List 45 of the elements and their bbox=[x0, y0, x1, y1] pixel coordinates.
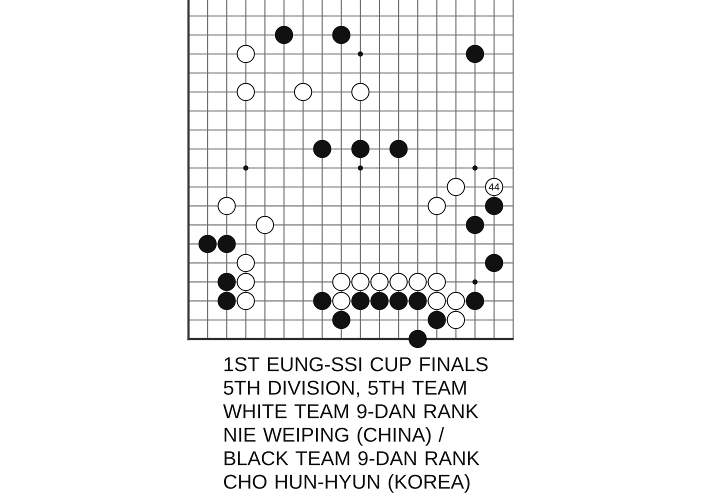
go-stone bbox=[332, 310, 350, 330]
go-stone bbox=[218, 196, 236, 216]
go-stone bbox=[428, 310, 446, 330]
go-stone bbox=[446, 310, 465, 330]
go-stone bbox=[390, 292, 408, 310]
go-stone bbox=[390, 272, 408, 292]
go-stone bbox=[198, 234, 217, 254]
go-stone bbox=[294, 82, 312, 102]
go-stone bbox=[485, 254, 504, 272]
go-stone bbox=[313, 292, 332, 310]
go-stone bbox=[466, 216, 484, 234]
go-stone bbox=[370, 272, 389, 292]
go-stone bbox=[236, 82, 255, 102]
go-stone bbox=[236, 44, 255, 64]
go-stone bbox=[332, 292, 350, 310]
go-stone bbox=[390, 140, 408, 158]
go-stone bbox=[370, 292, 389, 310]
go-stone bbox=[236, 292, 255, 310]
go-stone bbox=[408, 272, 427, 292]
go-stone bbox=[256, 216, 274, 234]
go-stone bbox=[351, 82, 370, 102]
go-stone bbox=[408, 292, 427, 310]
go-stone bbox=[351, 272, 370, 292]
go-stone bbox=[428, 292, 446, 310]
go-stone bbox=[332, 272, 350, 292]
go-stone bbox=[313, 140, 332, 158]
numbered-stone: 44 bbox=[485, 178, 504, 196]
go-stone bbox=[466, 292, 484, 310]
go-stone bbox=[408, 330, 427, 348]
go-stone bbox=[446, 178, 465, 196]
go-stone bbox=[218, 272, 236, 292]
go-stone bbox=[428, 196, 446, 216]
go-stone bbox=[236, 254, 255, 272]
go-stone bbox=[446, 292, 465, 310]
go-stone bbox=[351, 292, 370, 310]
caption: 1ST EUNG-SSI CUP FINALS 5TH DIVISION, 5TH TEAM WHITE TEAM 9-DAN RANK NIE WEIPING (CHINA) / BLACK TEAM 9-DAN RANK CHO HUN-HYUN (KOREA) bbox=[223, 357, 488, 493]
go-stone bbox=[332, 26, 350, 44]
go-stone bbox=[485, 196, 504, 216]
go-stone bbox=[236, 272, 255, 292]
go-stone bbox=[466, 44, 484, 64]
go-stone bbox=[274, 26, 294, 44]
go-stone bbox=[218, 292, 236, 310]
go-stone bbox=[428, 272, 446, 292]
go-stone bbox=[351, 140, 370, 158]
go-stone bbox=[218, 234, 236, 254]
